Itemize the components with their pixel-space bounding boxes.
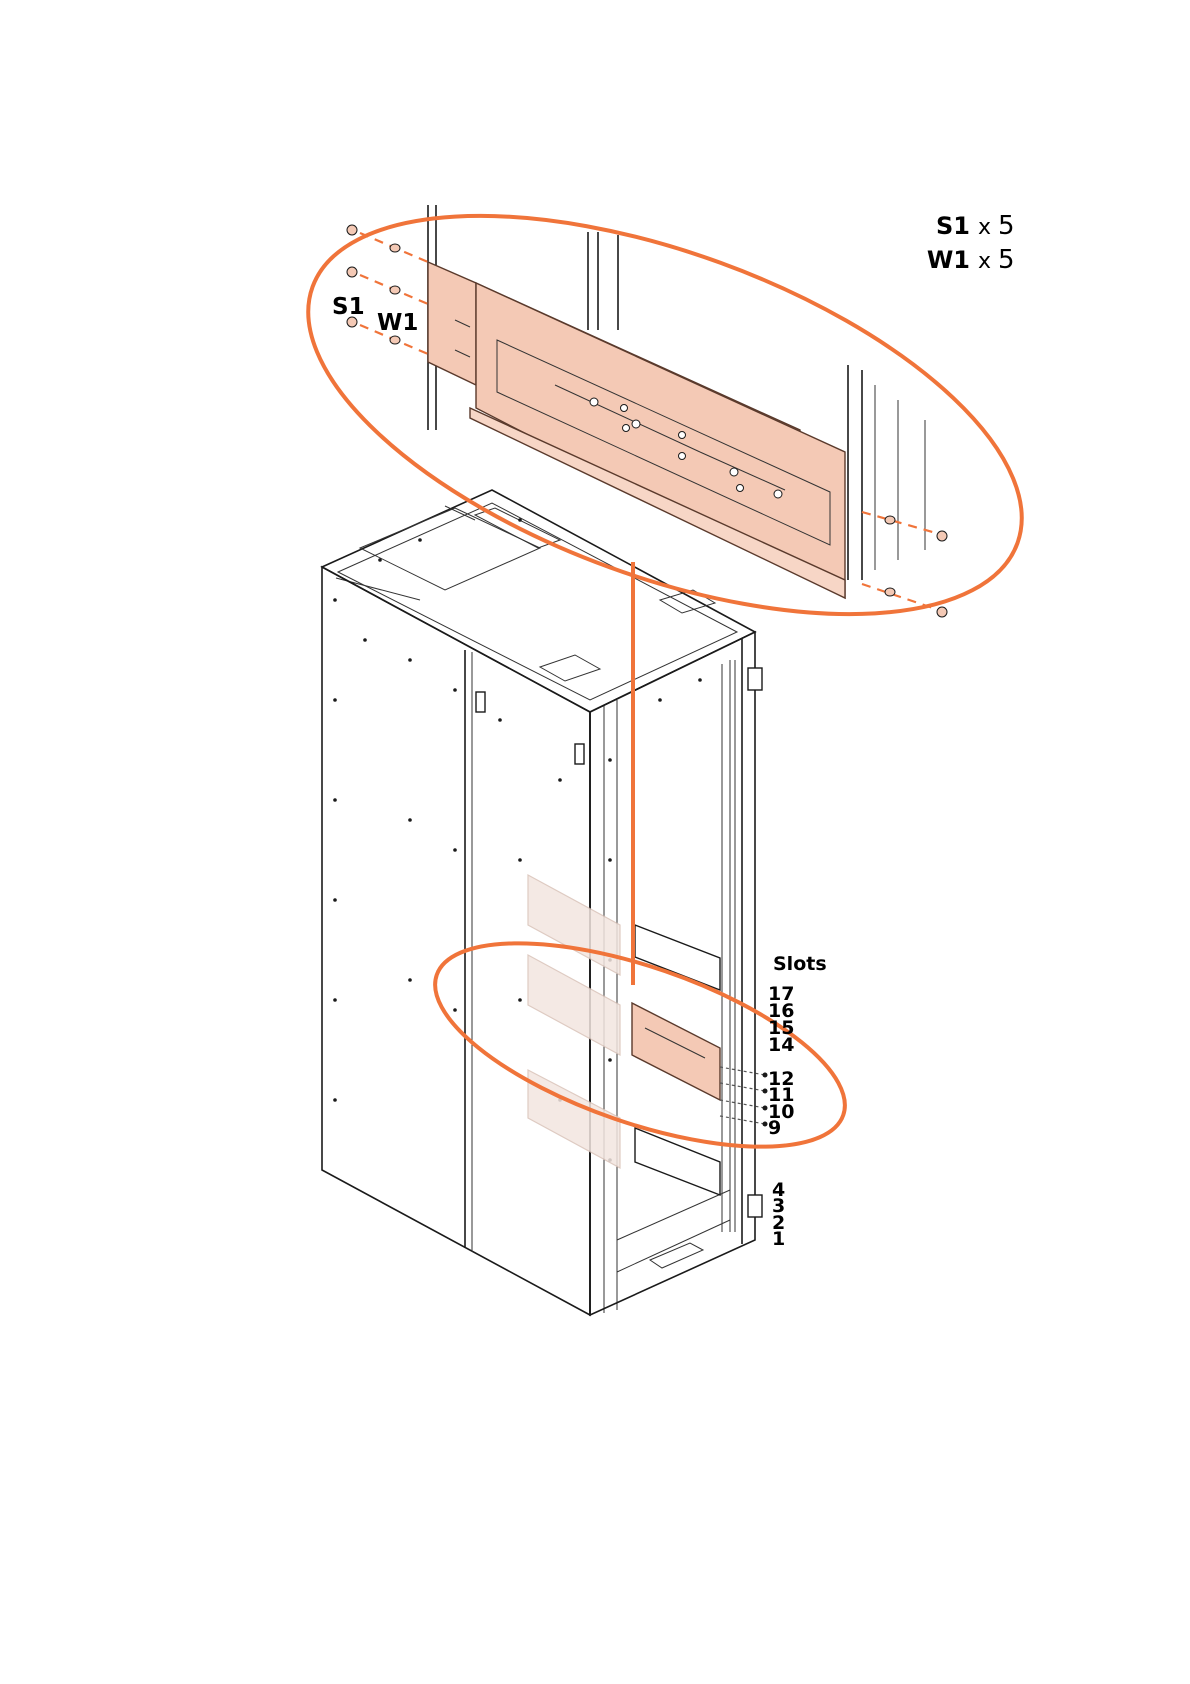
slot-number: 1: [772, 1228, 785, 1250]
screw-icon: [937, 531, 947, 541]
washer-icon: [885, 516, 895, 524]
qty-count-s1: 5: [998, 211, 1015, 241]
washer-icon: [390, 336, 400, 344]
screw-icon: [347, 225, 357, 235]
screw-icon: [347, 267, 357, 277]
qty-sep-w1: x: [978, 249, 991, 274]
cabinet-rivets: [333, 518, 702, 1162]
screw-icon: [937, 607, 947, 617]
screw-icon: [763, 1106, 768, 1111]
qty-sep-s1: x: [978, 215, 991, 240]
screw-icon: [763, 1089, 768, 1094]
qty-count-w1: 5: [998, 245, 1015, 275]
detail-rails: [428, 205, 925, 598]
slot-number: 9: [768, 1117, 781, 1139]
washer-icon: [390, 286, 400, 294]
screw-icon: [763, 1122, 768, 1127]
ghost-rails: [528, 875, 620, 1168]
callout-screw-label: S1: [332, 294, 365, 320]
slot-number: 14: [768, 1034, 794, 1056]
callout-washer-label: W1: [377, 310, 418, 336]
slots-title: Slots: [773, 953, 827, 975]
highlighted-rail: [632, 1003, 720, 1100]
screw-icon: [763, 1073, 768, 1078]
washer-icon: [885, 588, 895, 596]
qty-part-w1: W1: [927, 246, 970, 274]
qty-part-s1: S1: [936, 212, 970, 240]
quantity-list: S1 x 5 W1 x 5: [927, 211, 1015, 275]
slot-screws: [720, 1067, 768, 1127]
washer-icon: [390, 244, 400, 252]
